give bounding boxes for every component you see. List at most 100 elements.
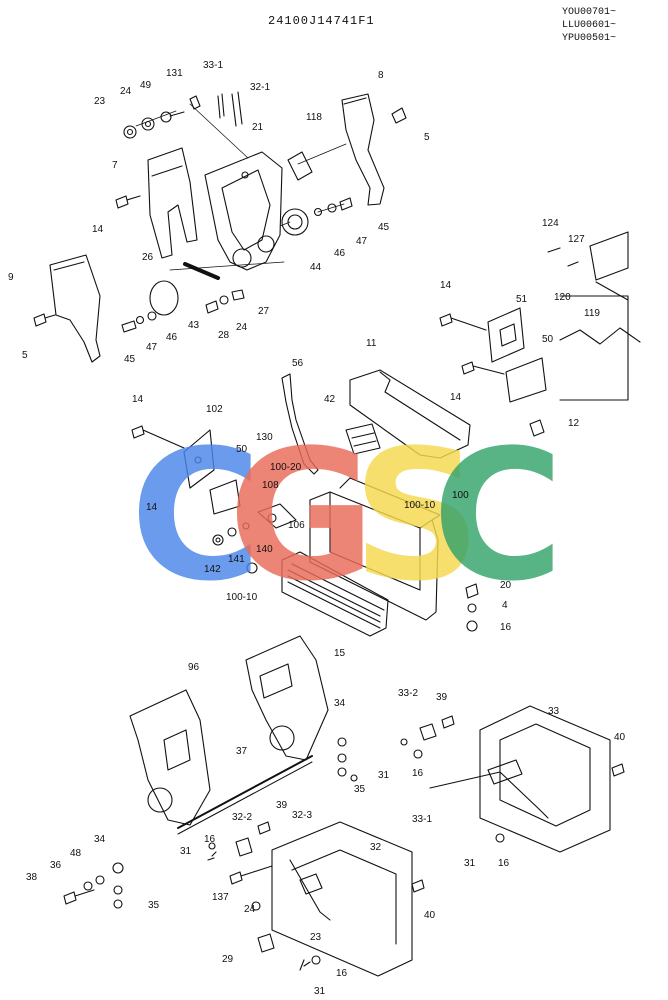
- callout-47-lower: 47: [146, 342, 158, 353]
- callout-40-lower: 40: [424, 910, 436, 921]
- document-number: 24100J14741F1: [268, 14, 375, 28]
- callout-118: 118: [306, 112, 322, 123]
- plate-part-51: [487, 307, 525, 363]
- callout-142: 142: [204, 564, 221, 575]
- pad-part-118: [287, 151, 313, 181]
- callout-5-lower: 5: [22, 350, 28, 361]
- grille-part-15: [281, 551, 389, 637]
- callout-108: 108: [262, 480, 279, 491]
- callout-24-lower: 24: [244, 904, 256, 915]
- callout-100-20: 100-20: [270, 462, 302, 473]
- callout-7: 7: [112, 160, 118, 171]
- small-hardware-upper: [33, 91, 407, 333]
- lower-housing: [271, 821, 413, 977]
- callout-8: 8: [378, 70, 384, 81]
- callout-100-10-lower: 100-10: [226, 592, 258, 603]
- callout-96: 96: [188, 662, 200, 673]
- bolt-14-mid: [131, 425, 185, 449]
- tray-part-11: [349, 369, 471, 459]
- pad-part-42: [345, 423, 381, 455]
- lever-part-130: [281, 373, 319, 475]
- callout-49: 49: [140, 80, 152, 91]
- serial-range-list: YOU00701~ LLU00601~ YPU00501~: [562, 6, 616, 45]
- callout-137: 137: [212, 892, 229, 903]
- callout-26: 26: [142, 252, 154, 263]
- cover-plate-part-119: [547, 231, 641, 401]
- callout-106: 106: [288, 520, 305, 531]
- callout-24-upper: 24: [120, 86, 132, 97]
- plate-part-50-right: [505, 357, 547, 403]
- callout-14-right-2: 14: [450, 392, 462, 403]
- callout-16-left: 16: [204, 834, 216, 845]
- callout-32-2: 32-2: [232, 812, 252, 823]
- brake-pedal-left-part-7: [147, 147, 198, 259]
- callout-33-1-lower: 33-1: [412, 814, 432, 825]
- callout-20: 20: [500, 580, 512, 591]
- link-part-106: [257, 503, 297, 529]
- callout-33-1-top: 33-1: [203, 60, 223, 71]
- plate-part-50-left: [209, 479, 241, 515]
- callout-12: 12: [568, 418, 580, 429]
- housing-right: [479, 705, 611, 853]
- callout-16-right: 16: [498, 858, 510, 869]
- callout-39-right: 39: [436, 692, 448, 703]
- watermark-letter-1: C: [130, 412, 262, 621]
- serial-range-3: YPU00501~: [562, 33, 617, 44]
- callout-labels: 33-1 131 49 24 23 32-1 8 118 21 5 7 14 4…: [8, 60, 626, 997]
- serial-range-1: YOU00701~: [562, 7, 617, 18]
- cable-part-33: [429, 759, 549, 819]
- serial-range-2: LLU00601~: [562, 20, 617, 31]
- bolt-14-right-1: [439, 313, 487, 331]
- callout-46-upper: 46: [334, 248, 346, 259]
- callout-16-bottom: 16: [336, 968, 348, 979]
- watermark-letter-3: S: [352, 412, 482, 621]
- bolt-14-right-2: [461, 361, 505, 375]
- callout-45-upper: 45: [378, 222, 390, 233]
- callout-32-1: 32-1: [250, 82, 270, 93]
- pedal-part-8: [341, 93, 385, 206]
- callout-24-mid: 24: [236, 322, 248, 333]
- pin-part-26: [183, 262, 220, 280]
- callout-50-left: 50: [236, 444, 248, 455]
- callout-45-lower: 45: [124, 354, 136, 365]
- callout-48: 48: [70, 848, 82, 859]
- callout-35-upper: 35: [354, 784, 366, 795]
- callout-34-left: 34: [94, 834, 106, 845]
- callout-33-2-right: 33-2: [398, 688, 418, 699]
- callout-21: 21: [252, 122, 264, 133]
- rod-part-37: [177, 755, 313, 835]
- callout-28: 28: [218, 330, 230, 341]
- callout-29: 29: [222, 954, 234, 965]
- frame-part-100: [309, 477, 441, 621]
- callout-16-upper-right: 16: [412, 768, 424, 779]
- cover-part-9: [49, 254, 101, 363]
- disc-part-43: [149, 280, 179, 316]
- callout-40-right: 40: [614, 732, 626, 743]
- callout-11: 11: [366, 338, 377, 349]
- pedal-cover-part-96-right: [245, 635, 329, 761]
- callout-119: 119: [584, 308, 600, 319]
- callout-44: 44: [310, 262, 322, 273]
- callout-39-left: 39: [276, 800, 288, 811]
- callout-27: 27: [258, 306, 270, 317]
- callout-32-3: 32-3: [292, 810, 312, 821]
- callout-33: 33: [548, 706, 560, 717]
- callout-14-mid: 14: [132, 394, 144, 405]
- callout-42: 42: [324, 394, 336, 405]
- callout-lines-upper: [135, 103, 347, 271]
- callout-14-left: 14: [146, 502, 158, 513]
- callout-35-lower: 35: [148, 900, 160, 911]
- watermark-letter-4: C: [432, 412, 564, 621]
- callout-47-upper: 47: [356, 236, 368, 247]
- callout-43: 43: [188, 320, 200, 331]
- callout-56: 56: [292, 358, 304, 369]
- callout-100-10-upper: 100-10: [404, 500, 436, 511]
- callout-141: 141: [228, 554, 245, 565]
- bracket-part-21: [204, 151, 283, 271]
- callout-23-upper: 23: [94, 96, 106, 107]
- callout-5-upper: 5: [424, 132, 430, 143]
- callout-100: 100: [452, 490, 469, 501]
- callout-14-right-1: 14: [440, 280, 452, 291]
- callout-50-right: 50: [542, 334, 554, 345]
